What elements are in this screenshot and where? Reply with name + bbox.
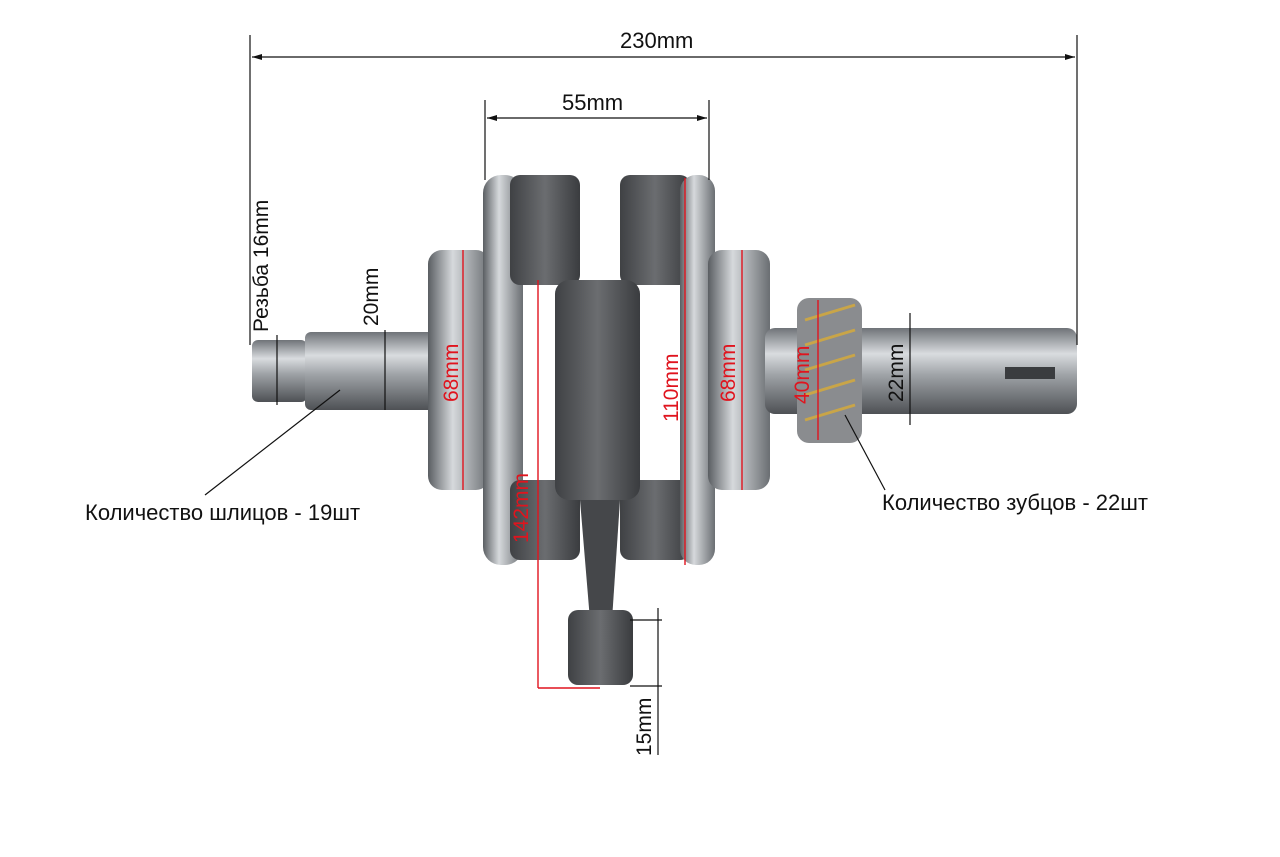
counterweight-bottom-right [620,480,690,560]
right-bearing-label: 68mm [717,343,740,402]
conrod-length-label: 142mm [510,472,533,543]
flywheel-diameter-label: 110mm [660,353,683,422]
left-splines [305,332,435,410]
counterweight-top-left [510,175,580,285]
left-thread [252,340,307,402]
conrod-small-end [568,610,633,685]
thread-label: Резьба 16mm [250,199,273,332]
left-bearing [428,250,490,490]
spline-diameter-label: 20mm [360,267,383,326]
counterweight-top-right [620,175,690,285]
right-bearing [708,250,770,490]
splines-callout: Количество шлицов - 19шт [85,500,361,525]
overall-length-label: 230mm [620,28,694,53]
left-bearing-label: 68mm [440,343,463,402]
gear-diameter-label: 40mm [791,345,814,404]
keyway [1005,367,1055,379]
conrod-beam [580,500,620,620]
small-end-label: 15mm [633,697,656,756]
counterweight-bottom-left [510,480,580,560]
teeth-callout: Количество зубцов - 22шт [882,490,1148,515]
web-width-label: 55mm [562,90,624,115]
right-flywheel [680,175,715,565]
conrod-big-end [555,280,640,500]
shaft-diameter-label: 22mm [885,343,908,402]
